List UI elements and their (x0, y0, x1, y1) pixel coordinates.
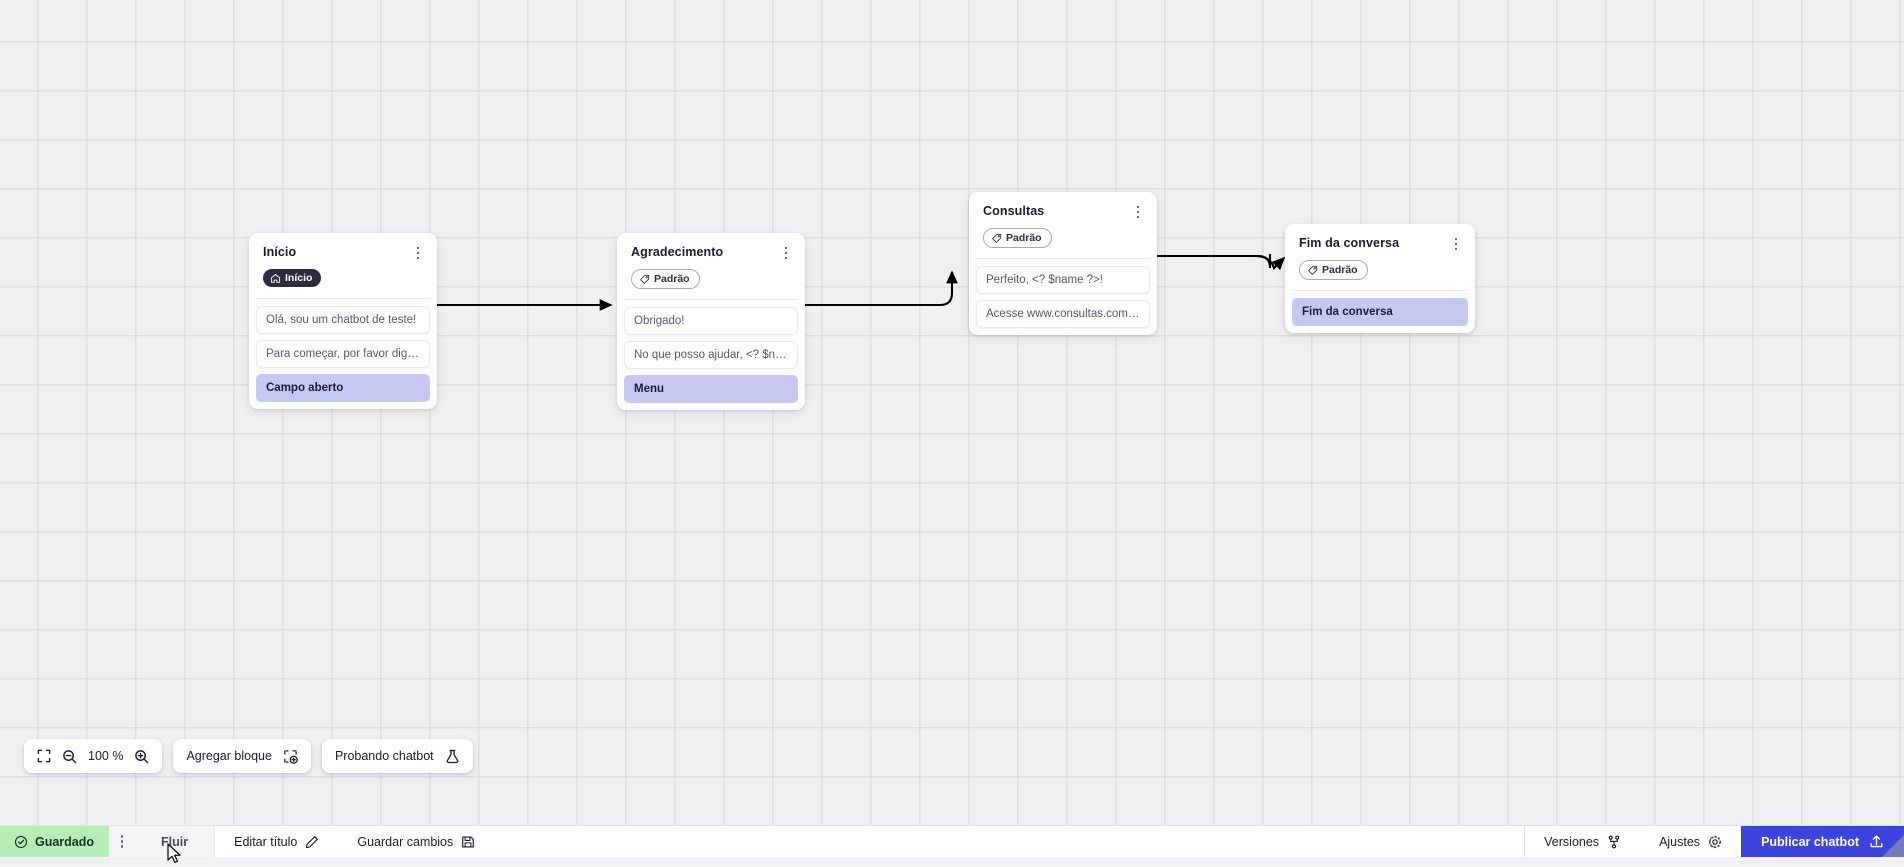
home-icon (270, 273, 281, 284)
tag-icon (991, 233, 1002, 244)
node-message[interactable]: Para começar, por favor digite o ... (256, 340, 430, 368)
fit-screen-icon[interactable] (37, 749, 51, 763)
node-badge-label: Padrão (1006, 232, 1042, 244)
node-message-list: Perfeito, <? $name ?>! Acesse www.consul… (976, 259, 1150, 328)
statusbar-spacer (494, 826, 1524, 857)
check-circle-icon (14, 835, 28, 849)
edit-title-button[interactable]: Editar título (215, 826, 338, 857)
statusbar-right-group: Versiones Ajustes Publicar chatbot (1525, 826, 1904, 857)
node-action-block[interactable]: Campo aberto (256, 374, 430, 402)
node-badge-padrao[interactable]: Padrão (1299, 260, 1368, 280)
node-header: Fim da conversa (1292, 231, 1468, 253)
node-title: Agradecimento (631, 245, 723, 260)
zoom-level-value: 100 % (88, 749, 123, 763)
node-badge-row: Padrão (976, 221, 1150, 249)
zoom-controls: 100 % (24, 739, 162, 773)
edge-agradecimento-to-consultas (803, 272, 952, 305)
zoom-out-icon[interactable] (62, 749, 77, 764)
node-badge-label: Padrão (654, 273, 690, 285)
add-block-icon (283, 749, 298, 764)
save-disk-icon (461, 835, 475, 849)
flow-node-agradecimento[interactable]: Agradecimento Padrão Obrigado! No que po… (617, 233, 805, 410)
publish-chatbot-button[interactable]: Publicar chatbot (1741, 826, 1904, 857)
flask-icon (445, 749, 460, 764)
node-badge-padrao[interactable]: Padrão (631, 269, 700, 289)
node-badge-padrao[interactable]: Padrão (983, 228, 1052, 248)
test-chatbot-label: Probando chatbot (335, 749, 434, 763)
node-message-list: Olá, sou um chatbot de teste! Para começ… (256, 299, 430, 402)
node-header: Agradecimento (624, 240, 798, 262)
canvas-toolbar: 100 % Agregar bloque Probando chatbo (24, 739, 473, 773)
statusbar-menu-button[interactable] (109, 826, 135, 857)
publish-chatbot-label: Publicar chatbot (1761, 835, 1859, 849)
node-action-block[interactable]: Menu (624, 375, 798, 403)
test-chatbot-button[interactable]: Probando chatbot (322, 739, 473, 773)
node-action-block[interactable]: Fim da conversa (1292, 298, 1468, 326)
status-bar: Guardado Fluir Editar título Guardar cam… (0, 825, 1904, 857)
node-badge-inicio[interactable]: Início (263, 269, 321, 287)
tab-fluir-label: Fluir (161, 835, 188, 849)
node-menu-button[interactable] (1130, 203, 1146, 221)
node-badge-row: Padrão (1292, 253, 1468, 281)
connector-edges (0, 0, 1904, 825)
node-message[interactable]: Perfeito, <? $name ?>! (976, 266, 1150, 294)
node-badge-row: Padrão (624, 262, 798, 290)
resize-grip[interactable] (1882, 835, 1904, 857)
tag-icon (1307, 265, 1318, 276)
node-title: Fim da conversa (1299, 236, 1399, 251)
zoom-in-icon[interactable] (134, 749, 149, 764)
node-title: Consultas (983, 204, 1044, 219)
flow-node-fim-da-conversa[interactable]: Fim da conversa Padrão Fim da conversa (1285, 224, 1475, 333)
node-badge-row: Início (256, 262, 430, 289)
add-block-button[interactable]: Agregar bloque (173, 739, 310, 773)
gear-icon (1708, 835, 1722, 849)
versions-label: Versiones (1544, 835, 1599, 849)
saved-status-badge: Guardado (0, 826, 109, 857)
node-message[interactable]: Obrigado! (624, 307, 798, 335)
flow-canvas[interactable]: Início Início Olá, sou um chatbot de tes… (0, 0, 1904, 825)
node-header: Início (256, 240, 430, 262)
node-menu-button[interactable] (778, 244, 794, 262)
node-title: Início (263, 245, 296, 260)
node-message[interactable]: No que posso ajudar, <? $name ... (624, 341, 798, 369)
save-changes-label: Guardar cambios (357, 835, 453, 849)
tag-icon (639, 274, 650, 285)
node-menu-button[interactable] (410, 244, 426, 262)
node-message-list: Fim da conversa (1292, 291, 1468, 326)
tab-fluir[interactable]: Fluir (135, 826, 215, 857)
branch-icon (1607, 835, 1621, 849)
settings-button[interactable]: Ajustes (1640, 826, 1741, 857)
node-badge-label: Início (285, 272, 312, 284)
edge-consultas-to-fim (1157, 254, 1270, 268)
node-header: Consultas (976, 199, 1150, 221)
node-message[interactable]: Olá, sou um chatbot de teste! (256, 306, 430, 334)
add-block-label: Agregar bloque (186, 749, 271, 763)
edge-consultas-to-fim-tail (1157, 256, 1284, 268)
node-message-list: Obrigado! No que posso ajudar, <? $name … (624, 300, 798, 403)
save-changes-button[interactable]: Guardar cambios (338, 826, 494, 857)
node-menu-button[interactable] (1448, 235, 1464, 253)
node-badge-label: Padrão (1322, 264, 1358, 276)
node-message[interactable]: Acesse www.consultas.com par... (976, 300, 1150, 328)
flow-node-inicio[interactable]: Início Início Olá, sou um chatbot de tes… (249, 233, 437, 409)
pencil-icon (305, 835, 319, 849)
versions-button[interactable]: Versiones (1525, 826, 1640, 857)
flow-node-consultas[interactable]: Consultas Padrão Perfeito, <? $name ?>! … (969, 192, 1157, 335)
saved-label: Guardado (35, 835, 94, 849)
settings-label: Ajustes (1659, 835, 1700, 849)
edit-title-label: Editar título (234, 835, 297, 849)
